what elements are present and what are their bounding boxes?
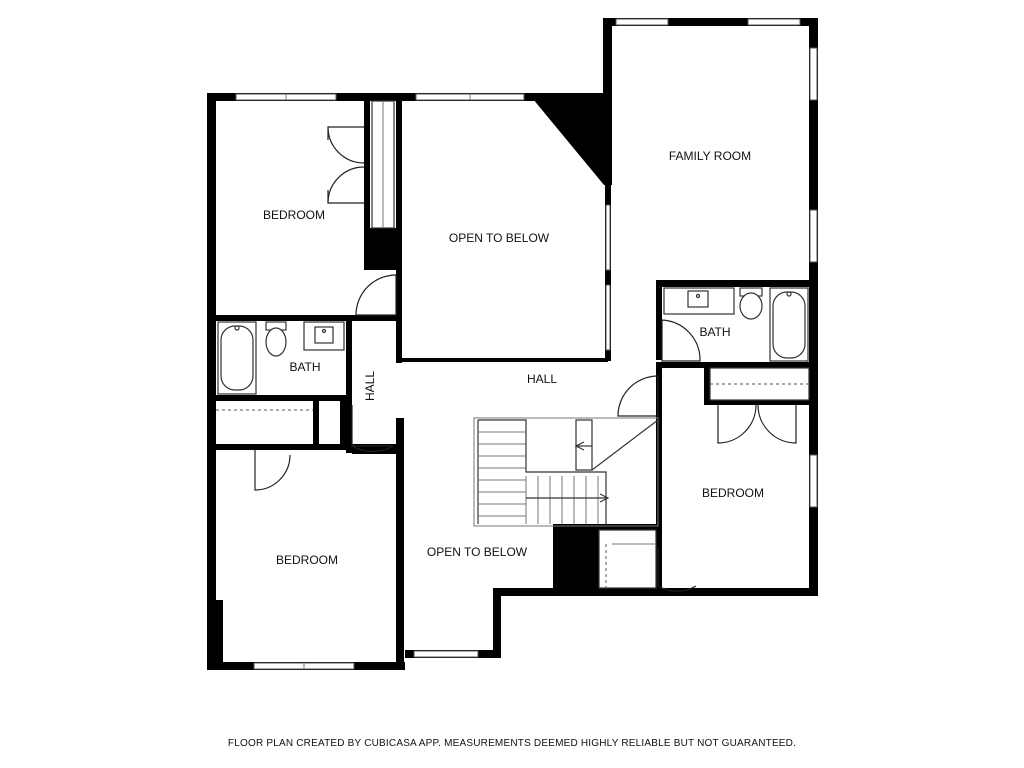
exterior-walls	[207, 18, 818, 670]
room-label-open-to-below-top: OPEN TO BELOW	[449, 231, 550, 245]
room-label-open-to-below-bottom: OPEN TO BELOW	[427, 545, 528, 559]
room-label-family-room: FAMILY ROOM	[669, 149, 751, 163]
room-label-bath-left: BATH	[289, 360, 320, 374]
fixtures	[217, 287, 809, 395]
closets	[216, 100, 810, 589]
interior-walls	[207, 93, 818, 670]
room-label-bedroom-top-left: BEDROOM	[263, 208, 325, 222]
stairs	[473, 417, 659, 527]
room-label-hall-vertical: HALL	[363, 371, 377, 401]
room-label-hall-main: HALL	[527, 372, 557, 386]
room-label-bedroom-bottom-left: BEDROOM	[276, 553, 338, 567]
room-label-bedroom-right: BEDROOM	[702, 486, 764, 500]
windows	[235, 18, 818, 670]
room-label-bath-right: BATH	[699, 325, 730, 339]
footer-disclaimer: FLOOR PLAN CREATED BY CUBICASA APP. MEAS…	[228, 738, 796, 749]
room-labels: BEDROOM OPEN TO BELOW FAMILY ROOM BATH H…	[263, 149, 764, 567]
doors	[254, 126, 797, 592]
